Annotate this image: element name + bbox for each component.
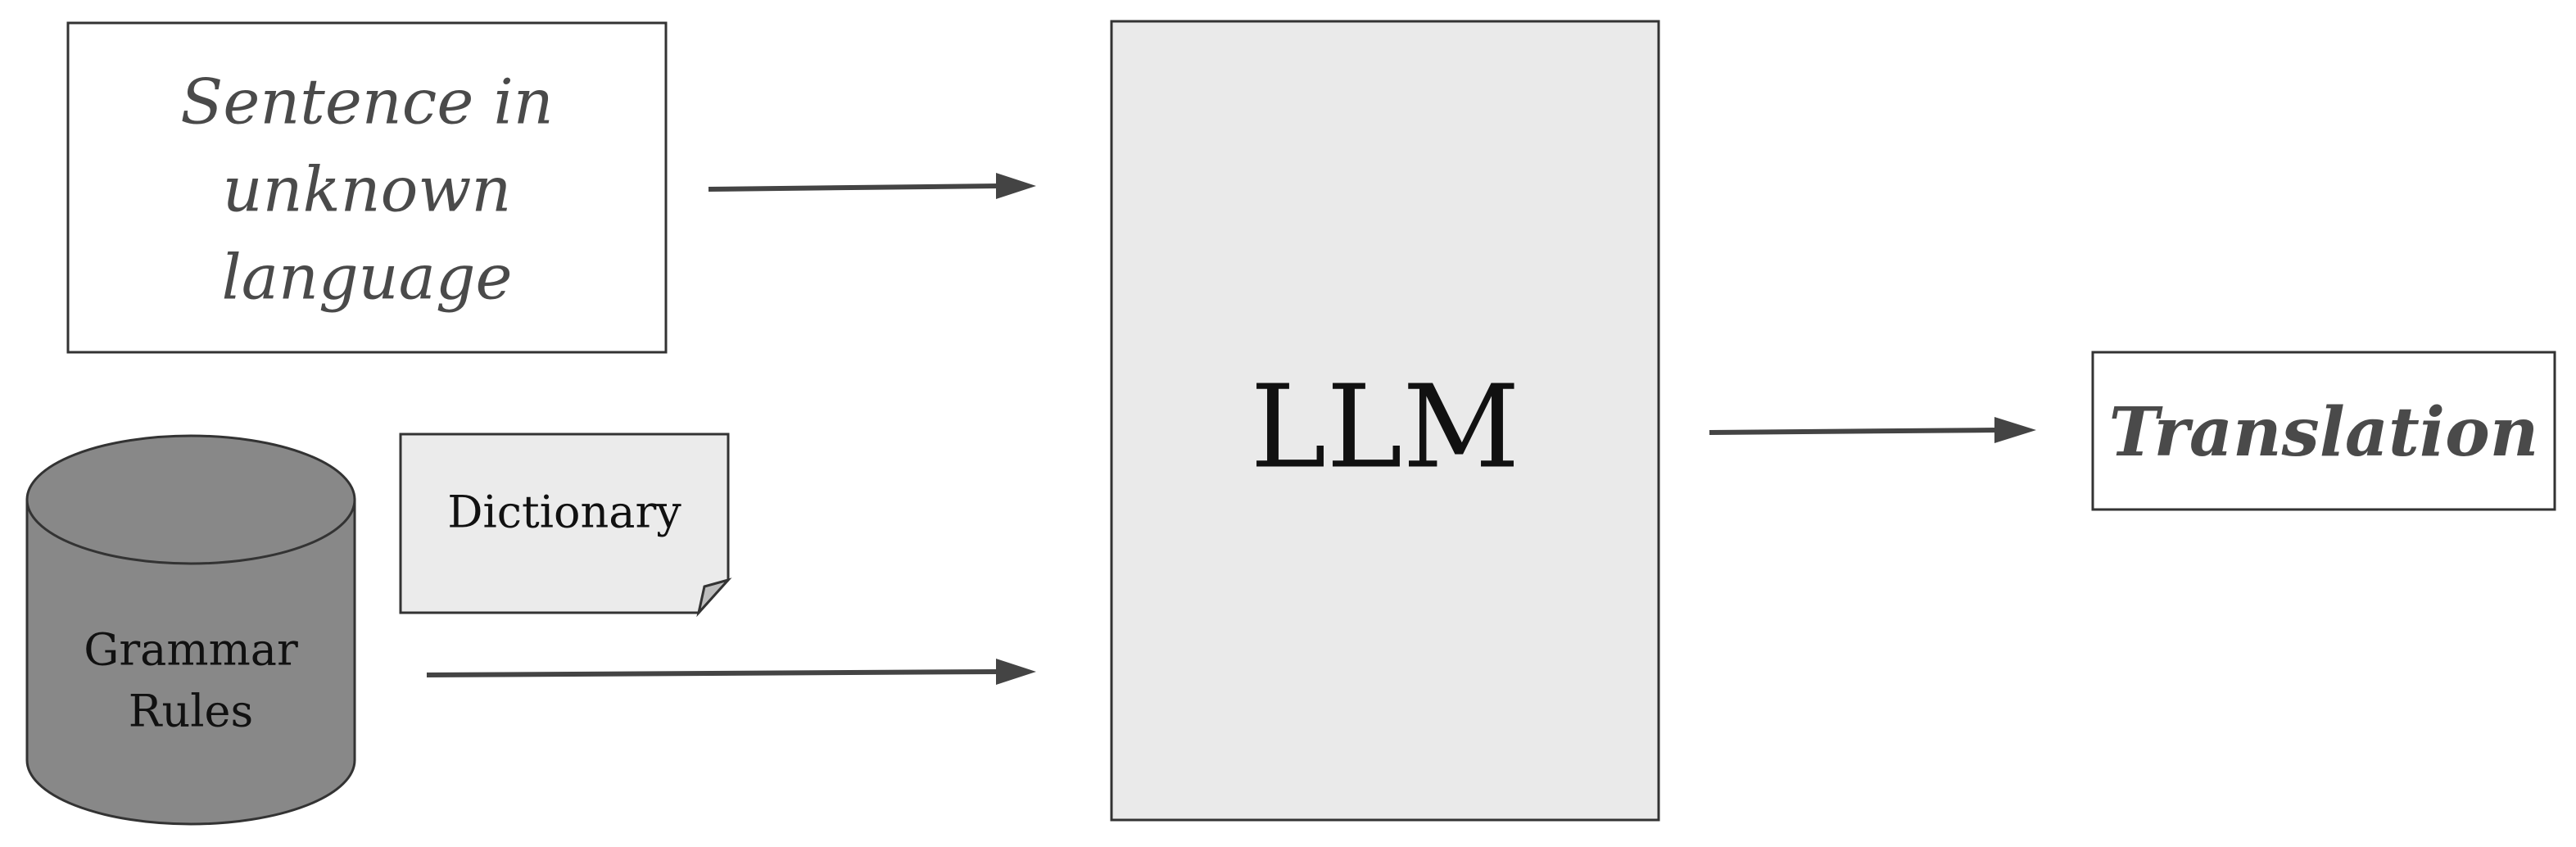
translation-box: Translation (2091, 351, 2556, 511)
arrowhead-icon (996, 659, 1036, 685)
translation-label: Translation (2109, 393, 2539, 472)
llm-label: LLM (1250, 361, 1519, 495)
arrow-input-to-llm (708, 173, 1036, 199)
grammar-rules-database: Grammar Rules (25, 434, 356, 826)
dictionary-document: Dictionary (399, 433, 732, 618)
grammar-rules-line-1: Grammar (84, 624, 298, 676)
database-icon (25, 434, 356, 565)
input-sentence-line-2: unknown (223, 153, 512, 226)
arrowhead-icon (1994, 417, 2036, 443)
arrow-resources-to-llm (426, 659, 1036, 685)
input-sentence-line-1: Sentence in (180, 66, 553, 138)
llm-box: LLM (1110, 20, 1660, 822)
arrow-llm-to-translation (1709, 417, 2036, 443)
input-sentence-box: Sentence in unknown language (66, 21, 668, 354)
input-sentence-line-3: language (221, 241, 512, 314)
arrowhead-icon (996, 173, 1036, 199)
grammar-rules-line-2: Rules (129, 686, 253, 737)
dictionary-label: Dictionary (447, 487, 681, 538)
page-curl-icon (696, 578, 732, 618)
